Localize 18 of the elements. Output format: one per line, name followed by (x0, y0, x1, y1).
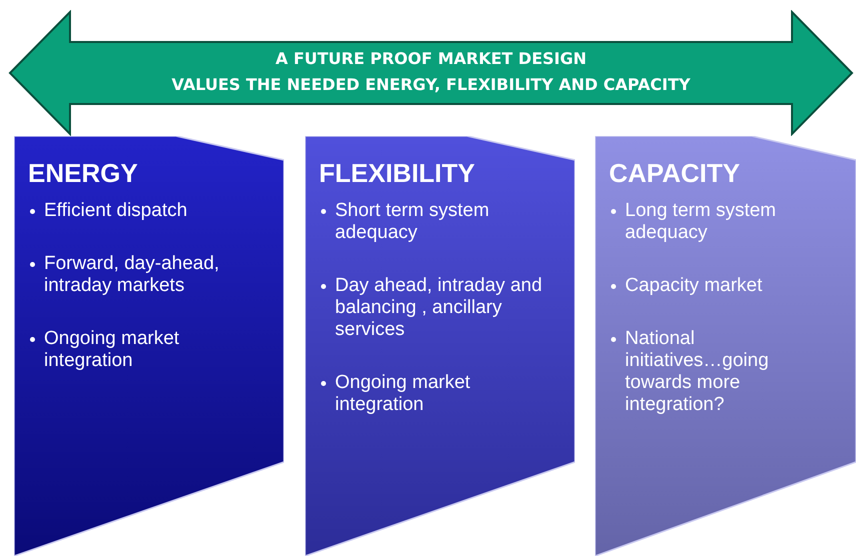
chevron-panel (14, 136, 284, 556)
double-arrow-banner (8, 10, 854, 136)
bullet-text: Forward, day-ahead, intraday markets (44, 253, 220, 297)
bullet-text: Capacity market (625, 275, 764, 297)
bullet-text: National initiatives…going towards more integration? (625, 328, 770, 416)
bullet-text: Day ahead, intraday and balancing , ancillary services (335, 275, 544, 341)
banner-text: A FUTURE PROOF MARKET DESIGN (276, 49, 586, 68)
chevron-panel (595, 136, 856, 556)
banner-text: VALUES THE NEEDED ENERGY, FLEXIBILITY AND CAPACITY (172, 75, 690, 94)
panel-heading: CAPACITY (609, 158, 740, 189)
bullet-text: Short term system adequacy (335, 200, 490, 244)
chevron-panel (305, 136, 575, 556)
bullet-text: Ongoing market integration (44, 328, 180, 372)
bullet-text: Long term system adequacy (625, 200, 777, 244)
panel-heading: FLEXIBILITY (319, 158, 475, 189)
bullet-text: Efficient dispatch (44, 200, 188, 222)
panel-heading: ENERGY (28, 158, 138, 189)
bullet-text: Ongoing market integration (335, 372, 472, 416)
